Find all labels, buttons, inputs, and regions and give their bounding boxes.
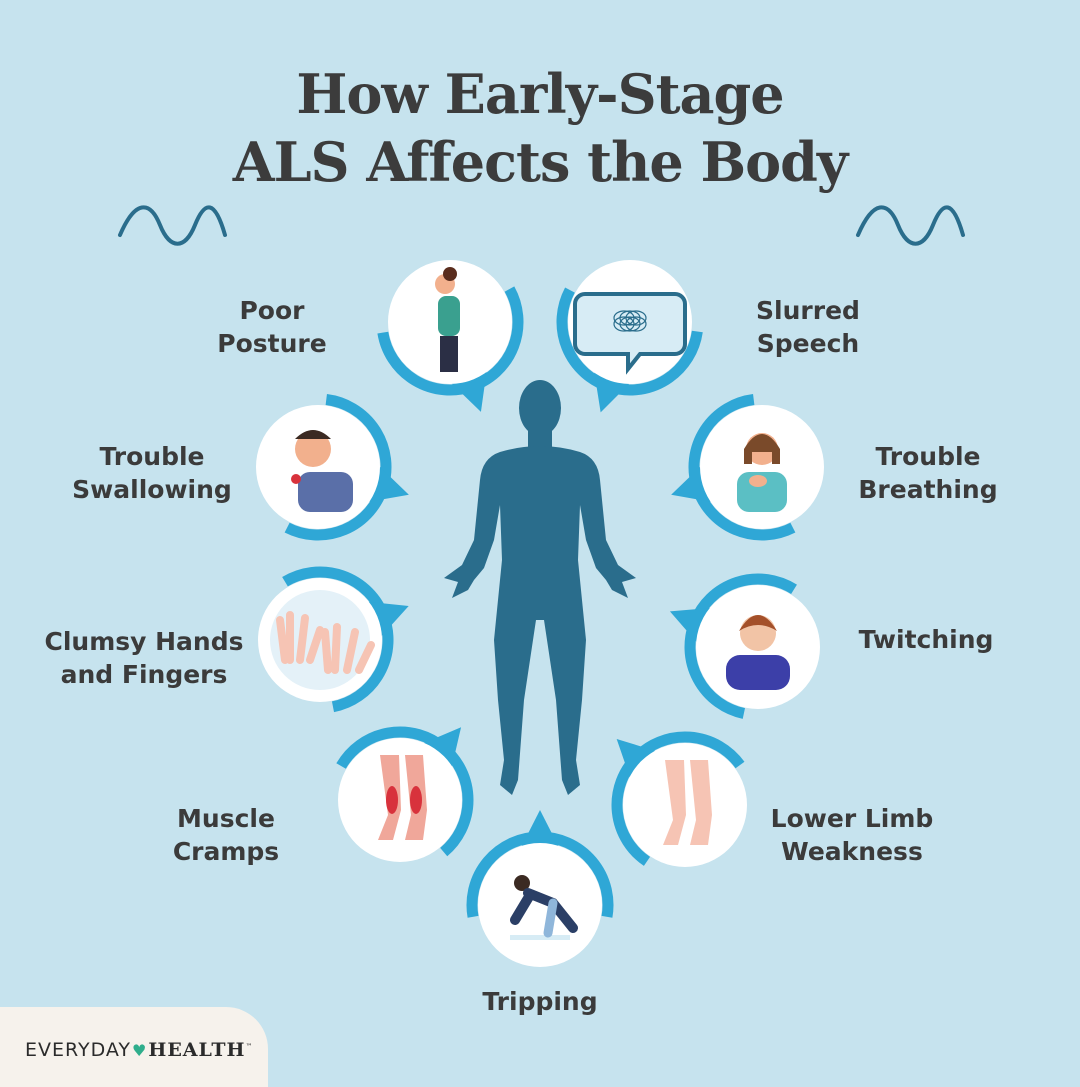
label-line: Trouble (875, 442, 981, 471)
bubble-circle (478, 843, 602, 967)
symptom-bubble-trouble-swallowing (256, 394, 409, 541)
cramping-legs-icon (378, 755, 427, 840)
bubble-pointer (421, 727, 462, 770)
label-line: Swallowing (72, 475, 232, 504)
tangled-speech-bubble-icon (573, 292, 687, 375)
twitching-boy-icon (726, 615, 790, 690)
symptom-bubble-lower-limb-weakness (611, 731, 747, 867)
symptom-bubble-trouble-breathing (671, 394, 824, 541)
squiggle-right-icon (856, 205, 965, 246)
bubble-pointer (520, 810, 560, 849)
logo-text-everyday: EVERYDAY (25, 1039, 132, 1061)
weak-legs-icon (663, 760, 712, 845)
everyday-health-logo: EVERYDAY♥HEALTH™ (0, 1007, 268, 1087)
label-line: Lower Limb (770, 804, 934, 833)
throat-pain-man-icon (291, 430, 353, 512)
bubble-pointer (616, 739, 658, 780)
label-line: Poor (239, 296, 305, 325)
bubble-pointer (669, 607, 713, 644)
squiggle-left-icon (118, 205, 227, 246)
symptom-bubble-slurred-speech (556, 260, 703, 413)
label-line: Twitching (858, 625, 994, 654)
symptom-bubble-poor-posture (377, 260, 524, 412)
label-line: and Fingers (60, 660, 228, 689)
title-line-2: ALS Affects the Body (232, 130, 849, 194)
label-line: Breathing (858, 475, 998, 504)
bubble-circle (700, 405, 824, 529)
label-line: Weakness (781, 837, 923, 866)
logo-text-health: HEALTH (148, 1039, 246, 1061)
label-line: Clumsy Hands (44, 627, 244, 656)
page-title: How Early-Stage ALS Affects the Body (0, 60, 1080, 196)
symptom-bubble-tripping (466, 810, 614, 967)
label-line: Muscle (177, 804, 275, 833)
symptom-bubble-clumsy-hands (258, 566, 409, 713)
label-line: Trouble (99, 442, 205, 471)
label-twitching: Twitching (796, 623, 1056, 656)
chest-hand-woman-icon (737, 433, 787, 512)
posture-woman-icon (435, 267, 460, 372)
title-line-1: How Early-Stage (296, 62, 784, 126)
trademark: ™ (245, 1042, 254, 1051)
shaking-hands-icon (270, 590, 375, 690)
label-line: Slurred (756, 296, 860, 325)
body-silhouette (444, 380, 636, 795)
tripping-man-icon (510, 875, 578, 940)
label-line: Speech (756, 329, 860, 358)
apple-heart-icon: ♥ (132, 1041, 148, 1060)
symptom-bubble-muscle-cramps (336, 726, 474, 862)
symptom-bubble-twitching (669, 573, 820, 719)
label-line: Tripping (482, 987, 598, 1016)
label-line: Cramps (172, 837, 280, 866)
label-clumsy-hands: Clumsy Hands and Fingers (14, 625, 274, 691)
label-line: Posture (217, 329, 327, 358)
label-tripping: Tripping (410, 985, 670, 1018)
